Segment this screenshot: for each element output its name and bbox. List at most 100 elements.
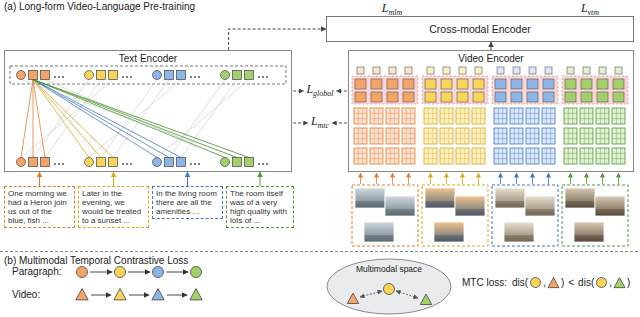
patch-cell <box>526 128 539 144</box>
patch-grid <box>526 153 539 154</box>
frame-group <box>352 185 418 246</box>
clip-token <box>529 67 536 74</box>
text-segment-box: In the living room there are all the ame… <box>152 186 223 219</box>
patch-cell <box>564 128 577 144</box>
patch-grid <box>526 118 539 119</box>
patch-grid <box>572 108 573 124</box>
paragraph-text: One morning we had a Heron join us out o… <box>8 189 71 225</box>
frame-token <box>543 79 554 89</box>
frame-token <box>425 79 436 89</box>
patch-grid <box>476 128 477 144</box>
video-frame-shade <box>575 235 604 242</box>
frame-token <box>495 92 506 102</box>
video-frame-shade <box>596 209 625 216</box>
frame-token <box>495 79 506 89</box>
patch-cell <box>370 148 383 164</box>
video-frame <box>425 188 455 208</box>
patch-grid <box>498 148 499 164</box>
patch-grid <box>402 153 415 154</box>
patch-grid <box>518 108 519 124</box>
word-token <box>165 71 174 80</box>
frame-token <box>355 79 366 89</box>
ellipsis-dot <box>122 163 124 165</box>
patch-cell <box>542 148 555 164</box>
frame-token <box>441 92 452 102</box>
video-frame-shade <box>456 209 485 216</box>
clip-token <box>389 67 396 74</box>
patch-grid <box>546 108 547 124</box>
video-frame-shade <box>526 209 555 216</box>
patch-grid <box>476 108 477 124</box>
patch-grid <box>472 158 485 159</box>
patch-grid <box>362 148 363 164</box>
patch-grid <box>354 158 367 159</box>
patch-cell <box>564 148 577 164</box>
word-token <box>165 158 174 167</box>
patch-grid <box>456 113 469 114</box>
attention-line <box>21 80 113 158</box>
patch-grid <box>358 108 359 124</box>
temporal-band <box>492 76 558 104</box>
ellipsis-dot <box>266 163 268 165</box>
word-token <box>177 71 186 80</box>
patch-grid <box>424 113 437 114</box>
patch-grid <box>604 108 605 124</box>
patch-grid <box>402 133 415 134</box>
frame-token <box>371 92 382 102</box>
patch-grid <box>580 113 593 114</box>
patch-grid <box>510 158 523 159</box>
patch-grid <box>580 118 593 119</box>
patch-cell <box>564 108 577 124</box>
patch-grid <box>378 128 379 144</box>
paragraph-token <box>115 267 126 278</box>
word-token <box>41 158 50 167</box>
patch-grid <box>518 148 519 164</box>
sentence-token <box>221 158 230 167</box>
video-token <box>547 276 560 289</box>
frame-arrow <box>586 173 587 184</box>
patch-grid <box>428 108 429 124</box>
word-token <box>233 158 242 167</box>
patch-grid <box>526 138 539 139</box>
frame-token <box>473 92 484 102</box>
patch-grid <box>510 153 523 154</box>
sentence-token <box>17 158 26 167</box>
frame-token <box>371 79 382 89</box>
frame-token <box>581 79 592 89</box>
attention-line <box>33 80 237 158</box>
video-frame <box>355 188 385 208</box>
clip-token <box>405 67 412 74</box>
attention-line <box>21 80 33 158</box>
patch-grid <box>568 148 569 164</box>
loss-arrow <box>293 123 308 124</box>
patch-grid <box>596 153 609 154</box>
patch-grid <box>600 108 601 124</box>
connector <box>229 29 326 50</box>
ellipsis-dot <box>58 76 60 78</box>
attention-line <box>21 80 237 158</box>
patch-grid <box>440 153 453 154</box>
loss-symbol: L <box>382 1 389 15</box>
patch-cell <box>494 148 507 164</box>
ellipsis-dot <box>126 76 128 78</box>
patch-cell <box>596 108 609 124</box>
frame-arrow <box>478 173 479 184</box>
ellipsis-dot <box>54 163 56 165</box>
frame-token <box>613 92 624 102</box>
patch-grid <box>428 128 429 144</box>
patch-grid <box>460 108 461 124</box>
patch-grid <box>472 138 485 139</box>
patch-grid <box>370 133 383 134</box>
patch-grid <box>510 133 523 134</box>
paragraph-text: The room itself was of a very high quali… <box>230 189 290 225</box>
video-frame-shade <box>365 235 394 242</box>
multimodal-space-ellipse: Multimodal space <box>326 258 452 315</box>
patch-grid <box>502 108 503 124</box>
connector <box>260 172 261 186</box>
video-frame-shade <box>505 235 534 242</box>
section-heading: (b) Multimodal Temporal Contrastive Loss <box>4 255 188 267</box>
video-frame <box>504 222 534 242</box>
patch-grid <box>386 113 399 114</box>
attention-line <box>33 80 249 158</box>
patch-grid <box>584 148 585 164</box>
